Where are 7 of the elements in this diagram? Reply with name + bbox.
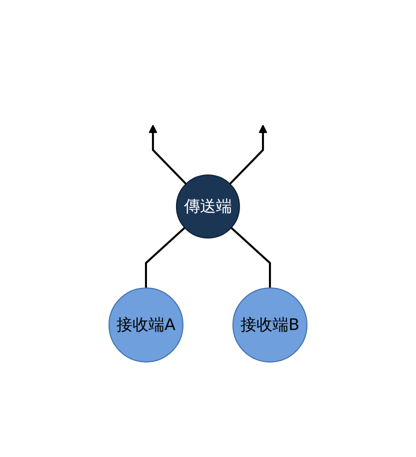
connector — [145, 226, 186, 288]
node-circle: 接收端A — [108, 288, 184, 362]
connector — [230, 226, 271, 288]
arrow — [148, 124, 187, 185]
node-circle: 傳送端 — [176, 174, 240, 238]
arrow — [229, 124, 268, 185]
node-circle: 接收端B — [232, 288, 308, 362]
